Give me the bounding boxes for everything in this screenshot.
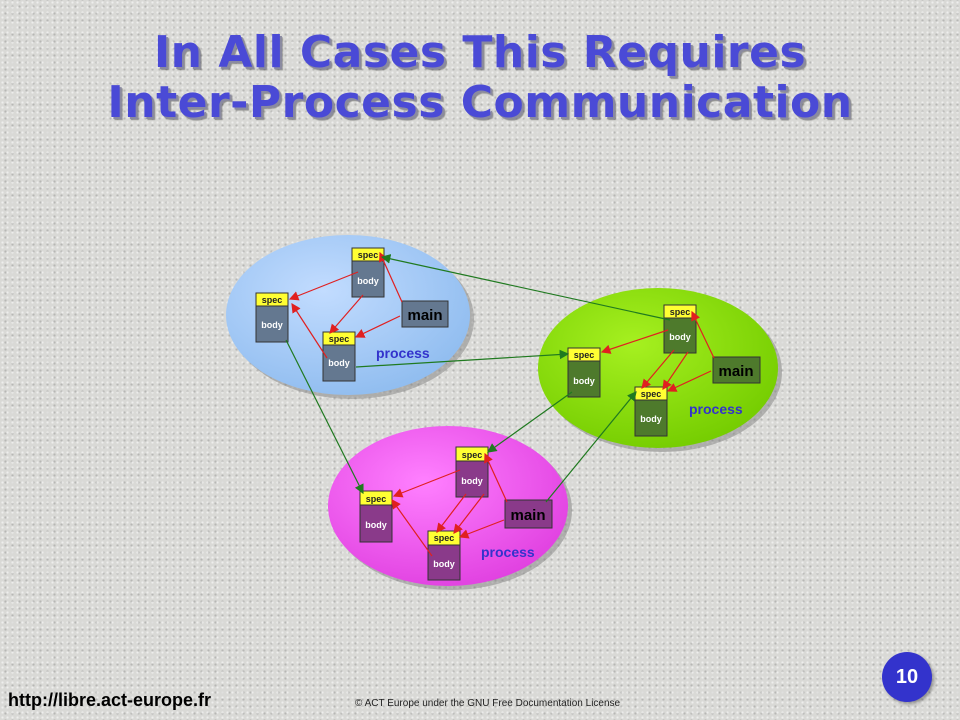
magenta-main: main <box>504 499 553 529</box>
spec-label: spec <box>574 350 595 360</box>
dep-arrow <box>354 315 401 338</box>
body-label: body <box>357 276 379 286</box>
process-magenta <box>328 426 572 590</box>
dep-arrow <box>391 499 433 557</box>
ipc-arrow <box>355 349 570 368</box>
spec-label: spec <box>329 334 350 344</box>
blue-unit-bottom: spec body <box>322 331 356 382</box>
footer-url[interactable]: http://libre.act-europe.fr <box>8 690 212 710</box>
spec-label: spec <box>434 533 455 543</box>
magenta-unit-bottom: spec body <box>427 530 461 581</box>
process-label-green: process <box>689 401 743 417</box>
ipc-arrow <box>380 254 671 321</box>
blue-unit-left: spec body <box>255 292 289 343</box>
ipc-arrow <box>545 391 637 503</box>
green-unit-left: spec body <box>567 347 601 398</box>
body-label: body <box>365 520 387 530</box>
spec-label: spec <box>462 450 483 460</box>
magenta-unit-top: spec body <box>455 446 489 498</box>
title-line-2: Inter-Process Communication <box>107 77 853 128</box>
body-label: body <box>461 476 483 486</box>
green-unit-top: spec body <box>663 304 697 354</box>
ipc-arrows <box>285 254 671 503</box>
main-label: main <box>718 363 753 380</box>
dep-arrow <box>600 329 669 354</box>
spec-label: spec <box>641 389 662 399</box>
magenta-unit-left: spec body <box>359 490 393 543</box>
dep-arrow <box>666 370 712 392</box>
spec-label: spec <box>670 307 691 317</box>
footer-copyright: © ACT Europe under the GNU Free Document… <box>355 698 621 709</box>
blue-unit-top: spec body <box>351 247 385 298</box>
title-line-1: In All Cases This Requires <box>153 27 807 78</box>
ipc-arrow <box>487 391 573 453</box>
process-label-magenta: process <box>481 544 535 560</box>
body-label: body <box>433 559 455 569</box>
dep-arrow <box>288 271 359 301</box>
slide-title: In All Cases This Requires Inter-Process… <box>0 28 960 128</box>
dep-arrow <box>291 302 328 359</box>
dep-arrow <box>641 349 675 389</box>
blue-main: main <box>401 300 449 328</box>
body-label: body <box>669 332 691 342</box>
process-blue <box>226 235 474 399</box>
dep-arrow <box>691 310 715 359</box>
process-label-blue: process <box>376 345 430 361</box>
body-label: body <box>640 414 662 424</box>
dep-arrow <box>436 493 467 533</box>
body-label: body <box>573 376 595 386</box>
green-unit-bottom: spec body <box>634 386 668 437</box>
dep-arrow <box>453 493 485 534</box>
page-number-badge: 10 <box>882 652 932 702</box>
process-green <box>538 288 782 452</box>
ipc-arrow <box>285 339 364 495</box>
spec-label: spec <box>358 250 379 260</box>
body-label: body <box>328 358 350 368</box>
spec-label: spec <box>366 494 387 504</box>
dep-arrow <box>484 452 508 503</box>
dep-arrow <box>392 469 461 498</box>
body-label: body <box>261 320 283 330</box>
dep-arrow <box>458 519 505 539</box>
main-label: main <box>510 507 545 524</box>
dep-arrow <box>329 294 364 334</box>
dep-arrow <box>662 351 689 390</box>
spec-label: spec <box>262 295 283 305</box>
main-label: main <box>407 307 442 324</box>
green-main: main <box>712 356 761 384</box>
